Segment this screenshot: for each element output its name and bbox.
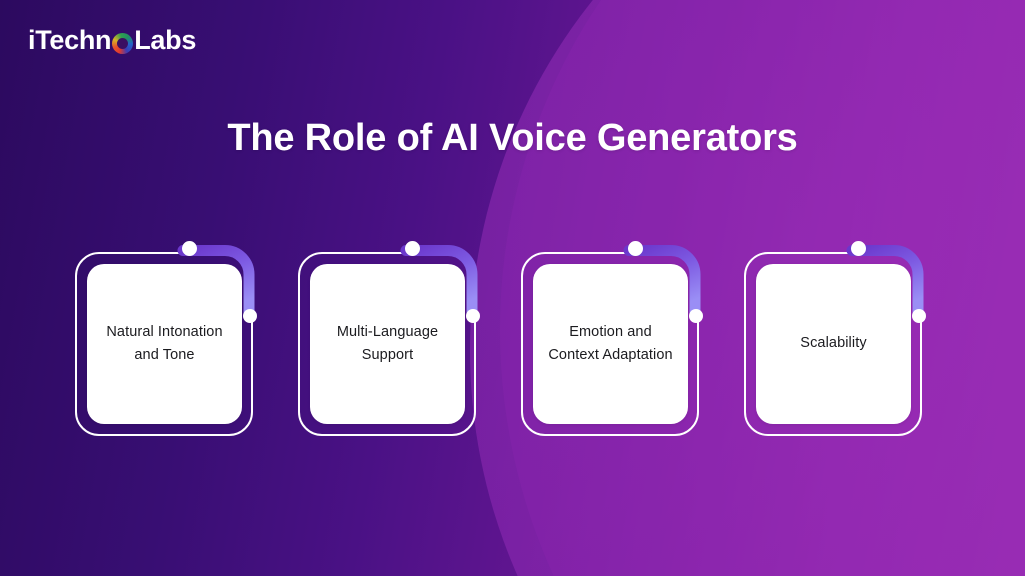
card-outer-frame: [75, 252, 253, 436]
card-accent-dot-side: [912, 309, 926, 323]
feature-card-row: Natural Intonation and Tone: [72, 241, 954, 438]
card-body: Emotion and Context Adaptation: [533, 264, 688, 424]
card-accent-dot-top: [405, 241, 420, 256]
card-accent-dot-side: [689, 309, 703, 323]
card-body: Scalability: [756, 264, 911, 424]
card-accent-dot-side: [466, 309, 480, 323]
card-accent-dot-top: [851, 241, 866, 256]
card-label: Emotion and Context Adaptation: [548, 323, 673, 363]
card-body: Multi-Language Support: [310, 264, 465, 424]
feature-card[interactable]: Emotion and Context Adaptation: [518, 241, 703, 436]
page-title: The Role of AI Voice Generators: [227, 117, 798, 159]
card-label: Multi-Language Support: [336, 323, 439, 363]
card-body: Natural Intonation and Tone: [87, 264, 242, 424]
feature-card[interactable]: Multi-Language Support: [295, 241, 480, 436]
card-accent-dot-top: [628, 241, 643, 256]
multicolor-ring-icon: [112, 33, 134, 54]
card-accent-dot-top: [182, 241, 197, 256]
card-accent-dot-side: [243, 309, 257, 323]
brand-name-first: iTechn: [28, 25, 112, 55]
feature-card[interactable]: Natural Intonation and Tone: [72, 241, 257, 436]
card-label: Natural Intonation and Tone: [106, 323, 223, 363]
card-label: Scalability: [800, 335, 867, 352]
brand-name-last: Labs: [134, 25, 197, 55]
brand-logo[interactable]: iTechn Labs: [28, 27, 196, 54]
feature-card[interactable]: Scalability: [741, 241, 926, 436]
